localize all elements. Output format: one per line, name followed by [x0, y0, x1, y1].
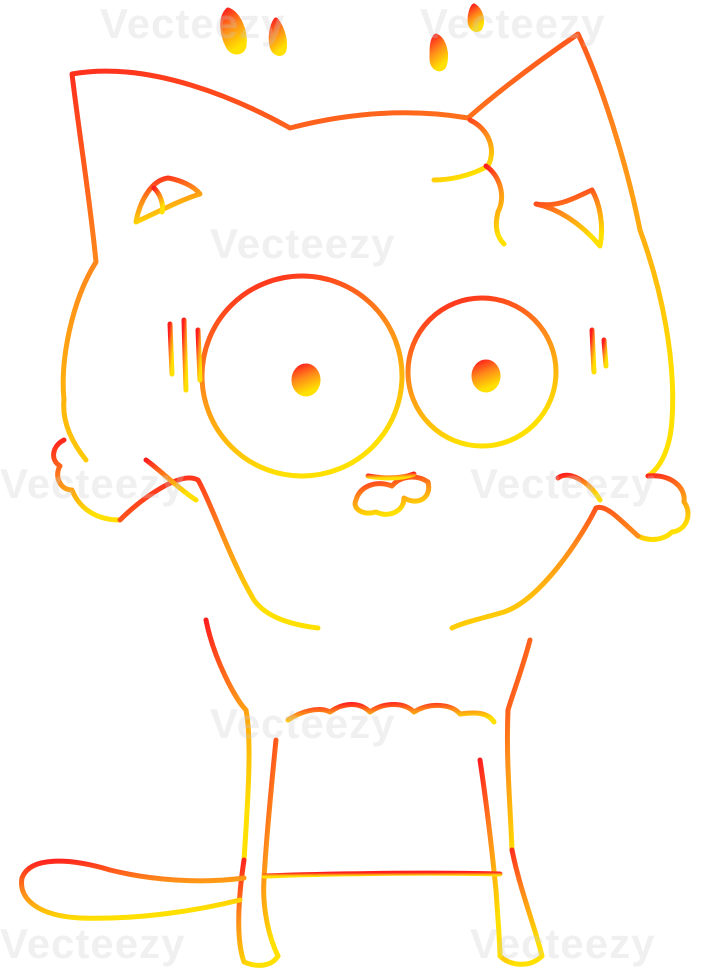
- cat-leg-right-inner: [477, 757, 503, 959]
- cat-cheek-tuft-left: [51, 437, 123, 523]
- surprise-mark-right-bottom: [429, 33, 449, 72]
- eye-tremble-line-left-3: [195, 327, 203, 383]
- cat-arm-right-inner: [555, 472, 603, 503]
- cat-nose: [365, 471, 417, 481]
- eye-tremble-line-right-2: [601, 337, 609, 369]
- surprise-mark-left: [220, 7, 247, 55]
- cat-pupil-right: [471, 359, 501, 393]
- cat-arm-left: [117, 475, 321, 631]
- cat-leg-left: [236, 857, 281, 968]
- surprise-mark-right-top: [467, 3, 485, 33]
- cat-tail: [19, 858, 247, 921]
- cat-head-outline: [60, 31, 676, 479]
- cat-pupil-left: [291, 363, 321, 397]
- cat-arm-left-inner: [143, 457, 199, 503]
- cat-ear-inner-right: [533, 187, 605, 249]
- cat-forehead-tuft: [431, 117, 494, 183]
- cat-eye-right: [405, 295, 559, 449]
- eye-tremble-line-right-1: [589, 327, 597, 375]
- cat-forehead-tuft-inner: [483, 163, 507, 247]
- cat-belly-line: [261, 870, 503, 879]
- cat-cheek-tuft-right: [635, 473, 691, 542]
- eye-tremble-line-left-1: [167, 321, 175, 377]
- cat-ear-inner-left: [133, 175, 203, 225]
- cat-body-left: [203, 617, 252, 863]
- eye-tremble-line-left-2: [181, 317, 189, 393]
- cat-chest-fur: [285, 702, 497, 725]
- cat-leg-left-inner: [261, 737, 281, 959]
- cat-ear-inner-left-line: [151, 185, 165, 215]
- surprise-mark-mid: [268, 17, 287, 56]
- cat-body-right: [504, 637, 533, 853]
- cat-mouth: [352, 474, 432, 517]
- cat-arm-right: [449, 504, 641, 631]
- cat-leg-right: [497, 847, 545, 967]
